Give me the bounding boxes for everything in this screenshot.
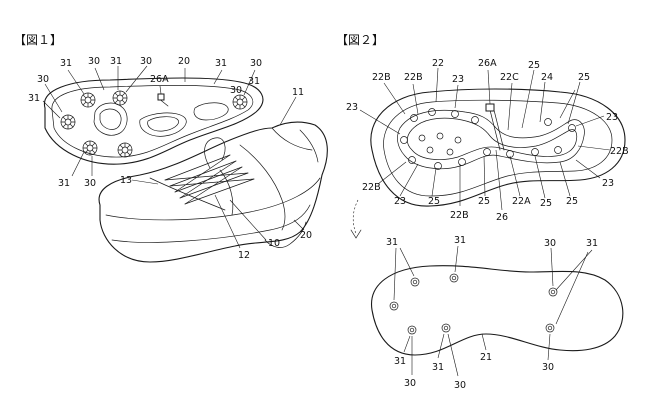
fig2-insole-reference-numerals: 31 31 30 31 31 30 31 30 21 30 bbox=[386, 235, 598, 391]
label-30: 30 bbox=[542, 362, 554, 373]
label-31: 31 bbox=[386, 237, 398, 248]
label-31: 31 bbox=[248, 76, 260, 87]
label-31: 31 bbox=[454, 235, 466, 246]
label-30: 30 bbox=[37, 74, 49, 85]
fig2-insole bbox=[371, 265, 624, 356]
label-30: 30 bbox=[544, 238, 556, 249]
fig2-sole-frame bbox=[370, 88, 626, 207]
label-22: 22 bbox=[432, 58, 444, 69]
label-30: 30 bbox=[250, 58, 262, 69]
label-23: 23 bbox=[346, 102, 358, 113]
label-23: 23 bbox=[394, 196, 406, 207]
label-31: 31 bbox=[28, 93, 40, 104]
label-23: 23 bbox=[452, 74, 464, 85]
label-11: 11 bbox=[292, 87, 304, 98]
fig2-mount-holes bbox=[400, 108, 576, 170]
label-30: 30 bbox=[88, 56, 100, 67]
label-12: 12 bbox=[238, 250, 250, 261]
fig1-reference-numerals: 30 31 30 31 30 20 26A 31 30 31 11 31 30 … bbox=[28, 56, 312, 261]
fig1-sole-bottom-view bbox=[43, 77, 264, 165]
label-30: 30 bbox=[140, 56, 152, 67]
label-21: 21 bbox=[480, 352, 492, 363]
label-20: 20 bbox=[178, 56, 190, 67]
fig2-leader-lines bbox=[359, 67, 611, 211]
label-26a: 26A bbox=[150, 74, 169, 85]
fig1-cleats bbox=[60, 90, 248, 158]
label-23: 23 bbox=[602, 178, 614, 189]
fig2-reference-numerals: 22B 22B 23 22 26A 25 22C 24 25 23 23 22B… bbox=[346, 58, 629, 223]
label-22a: 22A bbox=[512, 196, 531, 207]
label-25: 25 bbox=[578, 72, 590, 83]
label-31: 31 bbox=[215, 58, 227, 69]
label-30: 30 bbox=[84, 178, 96, 189]
figure1-title: 【図１】 bbox=[14, 33, 62, 47]
assembly-arrow bbox=[350, 199, 362, 239]
label-31: 31 bbox=[432, 362, 444, 373]
label-25: 25 bbox=[528, 60, 540, 71]
label-25: 25 bbox=[566, 196, 578, 207]
label-22b: 22B bbox=[372, 72, 391, 83]
label-31: 31 bbox=[58, 178, 70, 189]
figure2-title: 【図２】 bbox=[336, 33, 384, 47]
label-25: 25 bbox=[540, 198, 552, 209]
label-10: 10 bbox=[268, 238, 280, 249]
label-26: 26 bbox=[496, 212, 508, 223]
fig1-leader-lines bbox=[42, 65, 305, 249]
label-20: 20 bbox=[300, 230, 312, 241]
label-22c: 22C bbox=[500, 72, 519, 83]
label-31: 31 bbox=[394, 356, 406, 367]
label-30: 30 bbox=[404, 378, 416, 389]
fig1-shoe-side-view bbox=[98, 121, 328, 263]
label-30: 30 bbox=[230, 85, 242, 96]
fig2-insole-holes bbox=[389, 273, 558, 335]
label-30: 30 bbox=[454, 380, 466, 391]
label-26a: 26A bbox=[478, 58, 497, 69]
label-25: 25 bbox=[478, 196, 490, 207]
label-31: 31 bbox=[60, 58, 72, 69]
label-31: 31 bbox=[586, 238, 598, 249]
label-31: 31 bbox=[110, 56, 122, 67]
fig2-insole-leader-lines bbox=[393, 245, 593, 377]
pin-head bbox=[485, 103, 495, 112]
label-25: 25 bbox=[428, 196, 440, 207]
label-23: 23 bbox=[606, 112, 618, 123]
label-22b: 22B bbox=[450, 210, 469, 221]
sole-pin-marker bbox=[157, 93, 165, 101]
label-22b: 22B bbox=[610, 146, 629, 157]
label-13: 13 bbox=[120, 175, 132, 186]
label-22b: 22B bbox=[362, 182, 381, 193]
label-22b: 22B bbox=[404, 72, 423, 83]
label-24: 24 bbox=[541, 72, 553, 83]
